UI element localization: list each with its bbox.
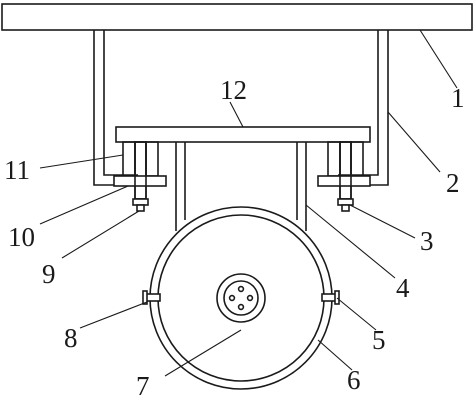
label-8: 8 (64, 323, 78, 353)
label-7: 7 (136, 371, 150, 401)
ring-bolt-left (142, 290, 161, 305)
cross-plate (115, 126, 371, 143)
left-bolt (132, 198, 149, 212)
part-labels: 1 2 3 4 5 6 7 8 9 10 11 12 (4, 75, 465, 401)
top-plate (1, 3, 473, 31)
label-12: 12 (220, 75, 247, 105)
label-1: 1 (451, 83, 465, 113)
hanger-rods (175, 142, 307, 231)
label-10: 10 (8, 222, 35, 252)
label-4: 4 (396, 273, 410, 303)
label-3: 3 (420, 226, 434, 256)
right-bolt (337, 198, 354, 212)
ring-bolt-right (321, 290, 340, 305)
label-5: 5 (372, 325, 386, 355)
clamp-ring (149, 206, 333, 390)
label-11: 11 (4, 155, 30, 185)
label-9: 9 (42, 259, 56, 289)
leader-lines (39, 29, 458, 377)
label-6: 6 (347, 365, 361, 395)
wheel-hub (216, 273, 266, 323)
label-2: 2 (446, 168, 460, 198)
right-damper (327, 141, 364, 200)
left-damper (122, 141, 159, 200)
left-bracket (93, 30, 138, 186)
